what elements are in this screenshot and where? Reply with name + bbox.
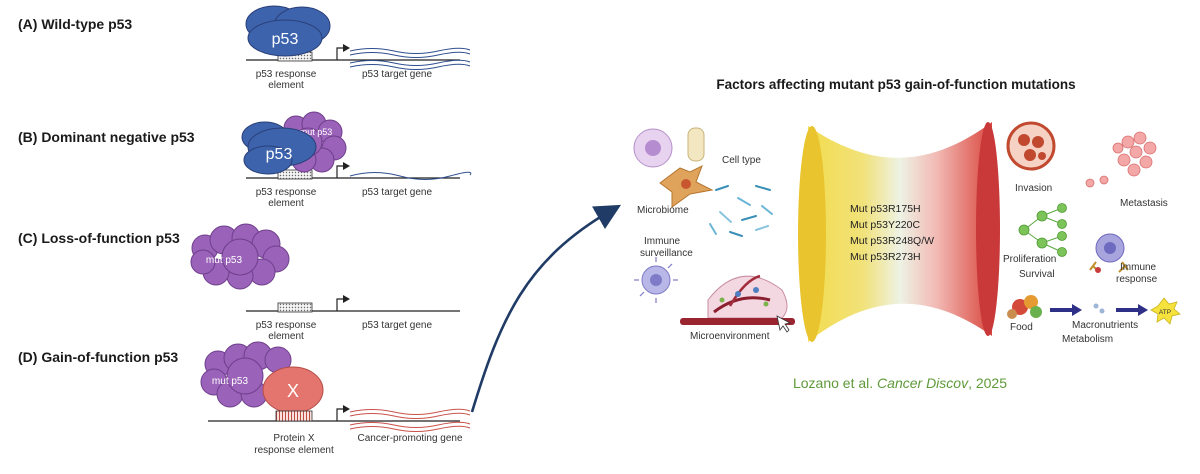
immune-response-label-1: Immune	[1120, 262, 1157, 273]
immune-cell-illustration	[634, 257, 678, 303]
cell-type-label: Cell type	[722, 155, 761, 166]
metastasis-illustration	[1085, 131, 1157, 188]
element-label-line1: Protein X	[273, 433, 314, 444]
panel-d: (D) Gain-of-function p53 mut p53 X Prote…	[18, 341, 471, 456]
element-label-line2: element	[268, 80, 304, 91]
element-label-line2: element	[268, 198, 304, 209]
element-label-line2: response element	[254, 445, 334, 456]
citation: Lozano et al. Cancer Discov, 2025	[793, 375, 1007, 391]
immune-response-label-2: response	[1116, 274, 1158, 285]
survival-label: Survival	[1019, 269, 1055, 280]
invasion-label: Invasion	[1015, 183, 1052, 194]
microenvironment-label: Microenvironment	[690, 331, 770, 342]
microbiome-label: Microbiome	[637, 205, 689, 216]
protein-x: X	[262, 366, 324, 414]
gene-label: Cancer-promoting gene	[357, 433, 462, 444]
citation-authors: Lozano et al.	[793, 375, 873, 391]
transcript-waves	[349, 47, 471, 70]
panel-c-heading: (C) Loss-of-function p53	[18, 230, 180, 246]
connecting-arrow	[470, 204, 622, 413]
mutation-item: Mut p53R273H	[850, 251, 921, 263]
metastasis-label: Metastasis	[1120, 198, 1168, 209]
macronutrients-label: Macronutrients	[1072, 320, 1138, 331]
atp-label: ATP	[1159, 309, 1171, 316]
p53-label: p53	[272, 31, 299, 48]
mutant-p53-cloud: mut p53	[190, 223, 290, 290]
panel-a-heading: (A) Wild-type p53	[18, 16, 132, 32]
food-label: Food	[1010, 322, 1033, 333]
promoter-arrow-head	[343, 162, 350, 170]
mutation-item: Mut p53R175H	[850, 203, 921, 215]
weak-transcript-wave	[349, 171, 472, 180]
p53-protein: p53	[245, 5, 331, 57]
citation-year: , 2025	[968, 375, 1007, 391]
microbiome-illustration	[709, 185, 773, 237]
gene-label: p53 target gene	[362, 320, 432, 331]
proliferation-illustration	[1018, 203, 1067, 257]
immune-surveillance-label-1: Immune	[644, 236, 681, 247]
invasion-illustration	[1006, 121, 1056, 171]
protein-x-label: X	[287, 381, 299, 401]
mut-p53-label: mut p53	[212, 376, 249, 387]
mutation-funnel	[798, 122, 1000, 342]
mutation-item: Mut p53R248Q/W	[850, 235, 934, 247]
cell-type-illustration	[633, 127, 714, 208]
microenvironment-illustration	[680, 274, 795, 333]
panel-c: (C) Loss-of-function p53 mut p53 p53 res…	[18, 223, 460, 342]
response-element	[275, 410, 313, 422]
panel-b: (B) Dominant negative p53 mut p53 p53 p5…	[18, 111, 472, 209]
element-label-line1: p53 response	[256, 69, 317, 80]
p53-label: p53	[266, 146, 293, 163]
immune-surveillance-label-2: surveillance	[640, 248, 693, 259]
immune-response-illustration	[1089, 233, 1129, 273]
promoter-arrow-head	[343, 295, 350, 303]
element-label-line1: p53 response	[256, 187, 317, 198]
proliferation-label: Proliferation	[1003, 254, 1056, 265]
panel-d-heading: (D) Gain-of-function p53	[18, 349, 178, 365]
mut-p53-label: mut p53	[206, 255, 243, 266]
panel-a: (A) Wild-type p53 p53 p53 response eleme…	[18, 5, 471, 91]
factors-panel: Factors affecting mutant p53 gain-of-fun…	[633, 77, 1181, 391]
gene-label: p53 target gene	[362, 69, 432, 80]
p53-protein: p53	[241, 121, 317, 175]
panel-b-heading: (B) Dominant negative p53	[18, 129, 195, 145]
mutant-p53-cloud: mut p53	[200, 341, 292, 408]
mutation-item: Mut p53Y220C	[850, 219, 920, 231]
element-label-line2: element	[268, 331, 304, 342]
element-label-line1: p53 response	[256, 320, 317, 331]
citation-journal: Cancer Discov	[877, 375, 969, 391]
response-element	[277, 302, 313, 313]
mutation-list: Mut p53R175H Mut p53Y220C Mut p53R248Q/W…	[850, 203, 934, 263]
promoter-arrow-head	[343, 405, 350, 413]
mut-p53-label: mut p53	[300, 127, 333, 137]
transcript-waves	[349, 408, 471, 432]
factors-title: Factors affecting mutant p53 gain-of-fun…	[716, 77, 1075, 92]
metabolism-label: Metabolism	[1062, 334, 1113, 345]
gene-label: p53 target gene	[362, 187, 432, 198]
response-element	[277, 169, 313, 180]
metabolism-illustration: ATP	[1007, 295, 1181, 325]
promoter-arrow-head	[343, 44, 350, 52]
